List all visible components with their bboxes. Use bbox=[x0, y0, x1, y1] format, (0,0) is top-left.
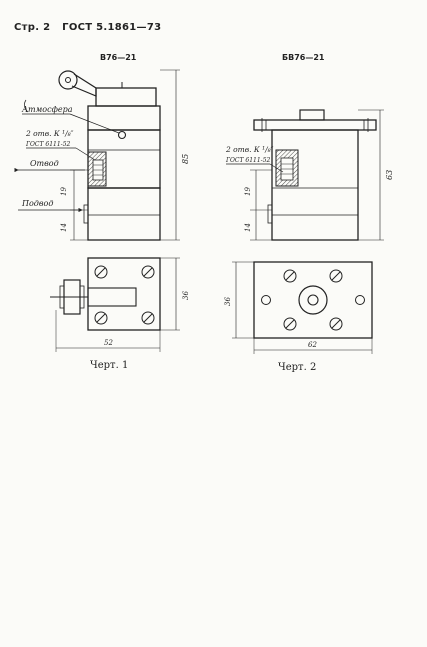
fig1-side-view: В76—21 Атмосфера 2 отв. К ¹/₈″ ГОСТ 6111… bbox=[14, 53, 190, 241]
cap bbox=[95, 87, 157, 107]
standard-number: ГОСТ 5.1861—73 bbox=[62, 22, 162, 33]
fig2-top-view: 36 62 bbox=[224, 261, 373, 354]
fig1-caption: Черт. 1 bbox=[90, 360, 129, 371]
base-plate bbox=[87, 257, 161, 331]
label-atmosphere: Атмосфера bbox=[21, 105, 73, 114]
fig1-top-view: 36 52 bbox=[50, 257, 190, 352]
top-knob bbox=[299, 109, 325, 121]
dim-height: 85 bbox=[181, 154, 190, 164]
fig2-caption: Черт. 2 bbox=[278, 362, 317, 373]
roller-axle bbox=[65, 77, 71, 83]
fig2-title: БВ76—21 bbox=[282, 53, 325, 62]
dim-36: 36 bbox=[224, 297, 232, 306]
dim-62: 62 bbox=[308, 341, 317, 349]
dim-height: 63 bbox=[385, 170, 394, 180]
body-upper bbox=[87, 105, 161, 131]
lever-top bbox=[87, 287, 137, 307]
dim-19: 19 bbox=[244, 187, 252, 196]
center-boss bbox=[298, 285, 328, 315]
flange bbox=[253, 119, 377, 131]
label-holes-1: 2 отв. К ¹/₈″ bbox=[225, 145, 274, 154]
page-number: Стр. 2 bbox=[14, 22, 51, 33]
roller bbox=[58, 70, 78, 90]
dim-14: 14 bbox=[244, 223, 252, 232]
dim-52: 52 bbox=[104, 339, 113, 347]
dim-36: 36 bbox=[182, 291, 190, 300]
inlet-port bbox=[83, 204, 89, 224]
atmosphere-port bbox=[117, 130, 127, 140]
base-plate bbox=[253, 261, 373, 339]
label-holes-2: ГОСТ 6111-52 bbox=[225, 157, 271, 164]
fig2-side-view: БВ76—21 2 отв. К ¹/₈″ ГОСТ 6111-52 19 14 bbox=[225, 53, 394, 241]
inlet-port bbox=[267, 204, 273, 224]
fig1-title: В76—21 bbox=[100, 53, 137, 62]
label-outlet: Отвод bbox=[30, 159, 59, 168]
dim-19: 19 bbox=[60, 187, 68, 196]
page-header: Стр. 2 ГОСТ 5.1861—73 bbox=[14, 22, 169, 33]
dim-14: 14 bbox=[60, 223, 68, 232]
label-holes-2: ГОСТ 6111-52 bbox=[25, 141, 71, 148]
body-lower bbox=[87, 187, 161, 241]
label-inlet: Подвод bbox=[21, 199, 53, 208]
body bbox=[271, 129, 359, 241]
center-bore bbox=[307, 294, 319, 306]
label-holes-1: 2 отв. К ¹/₈″ bbox=[25, 129, 74, 138]
